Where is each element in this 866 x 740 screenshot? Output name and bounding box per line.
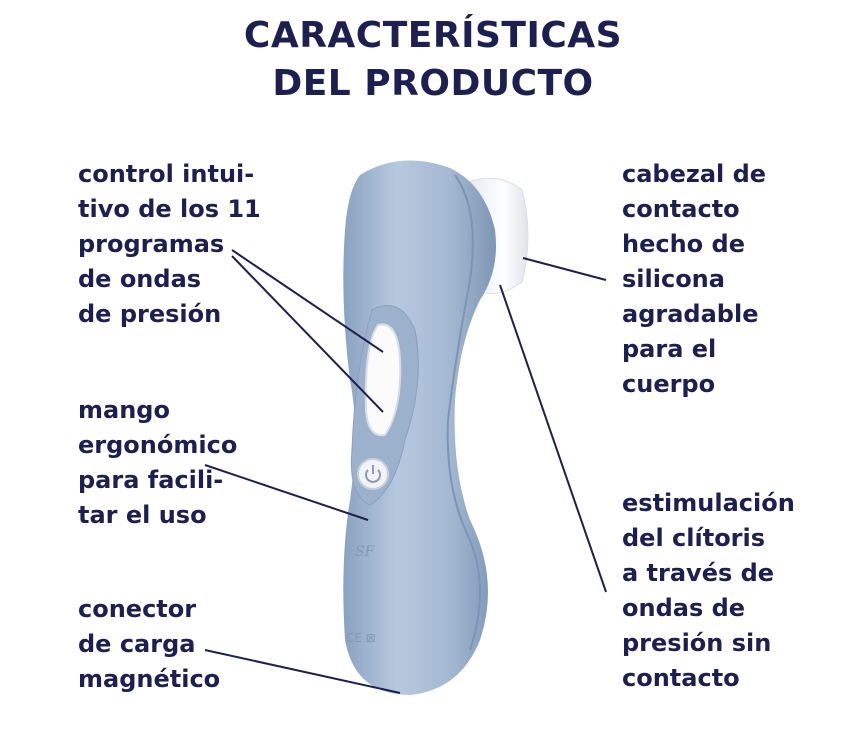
pointer-line-control-1 (231, 249, 384, 353)
feature-text: cuerpo (622, 370, 716, 398)
power-icon (365, 465, 381, 483)
pointer-line-estimulacion (499, 284, 607, 593)
feature-text: estimulación (622, 489, 795, 517)
feature-text: de carga (78, 630, 196, 658)
pointer-line-control-2 (231, 255, 384, 413)
feature-conector: conector de carga magnético (78, 592, 220, 697)
feature-text: agradable (622, 300, 759, 328)
certification-marks: CE ⊠ (346, 631, 376, 645)
feature-text: de ondas (78, 265, 202, 293)
feature-text: del clítoris (622, 524, 766, 552)
feature-text: de presión (78, 300, 222, 328)
feature-estimulacion: estimulación del clítoris a través de on… (622, 486, 795, 696)
device-body (343, 160, 496, 696)
feature-text: hecho de (622, 230, 745, 258)
page-title: CARACTERÍSTICAS DEL PRODUCTO (0, 12, 866, 108)
product-logo: SF (355, 544, 376, 560)
title-line-1: CARACTERÍSTICAS (243, 15, 623, 56)
title-line-2: DEL PRODUCTO (272, 63, 594, 104)
pointer-line-cabezal (522, 257, 607, 281)
feature-text: ondas de (622, 594, 746, 622)
feature-text: ergonómico (78, 431, 238, 459)
feature-text: tar el uso (78, 501, 207, 529)
pointer-line-conector (204, 649, 401, 694)
feature-text: mango (78, 396, 170, 424)
feature-text: a través de (622, 559, 775, 587)
feature-text: tivo de los 11 (78, 195, 261, 223)
feature-mango: mango ergonómico para facili- tar el uso (78, 393, 237, 533)
feature-text: cabezal de (622, 160, 767, 188)
feature-text: para facili- (78, 466, 224, 494)
body-seam (446, 174, 481, 651)
feature-text: conector (78, 595, 197, 623)
feature-cabezal: cabezal de contacto hecho de silicona ag… (622, 157, 766, 402)
pointer-line-mango (204, 464, 369, 521)
feature-text: contacto (622, 195, 740, 223)
feature-control: control intui- tivo de los 11 programas … (78, 157, 261, 332)
feature-text: silicona (622, 265, 725, 293)
feature-text: contacto (622, 664, 740, 692)
feature-text: control intui- (78, 160, 255, 188)
feature-text: para el (622, 335, 717, 363)
feature-text: magnético (78, 665, 221, 693)
feature-text: programas (78, 230, 225, 258)
control-button-oval (364, 323, 402, 437)
feature-text: presión sin (622, 629, 772, 657)
